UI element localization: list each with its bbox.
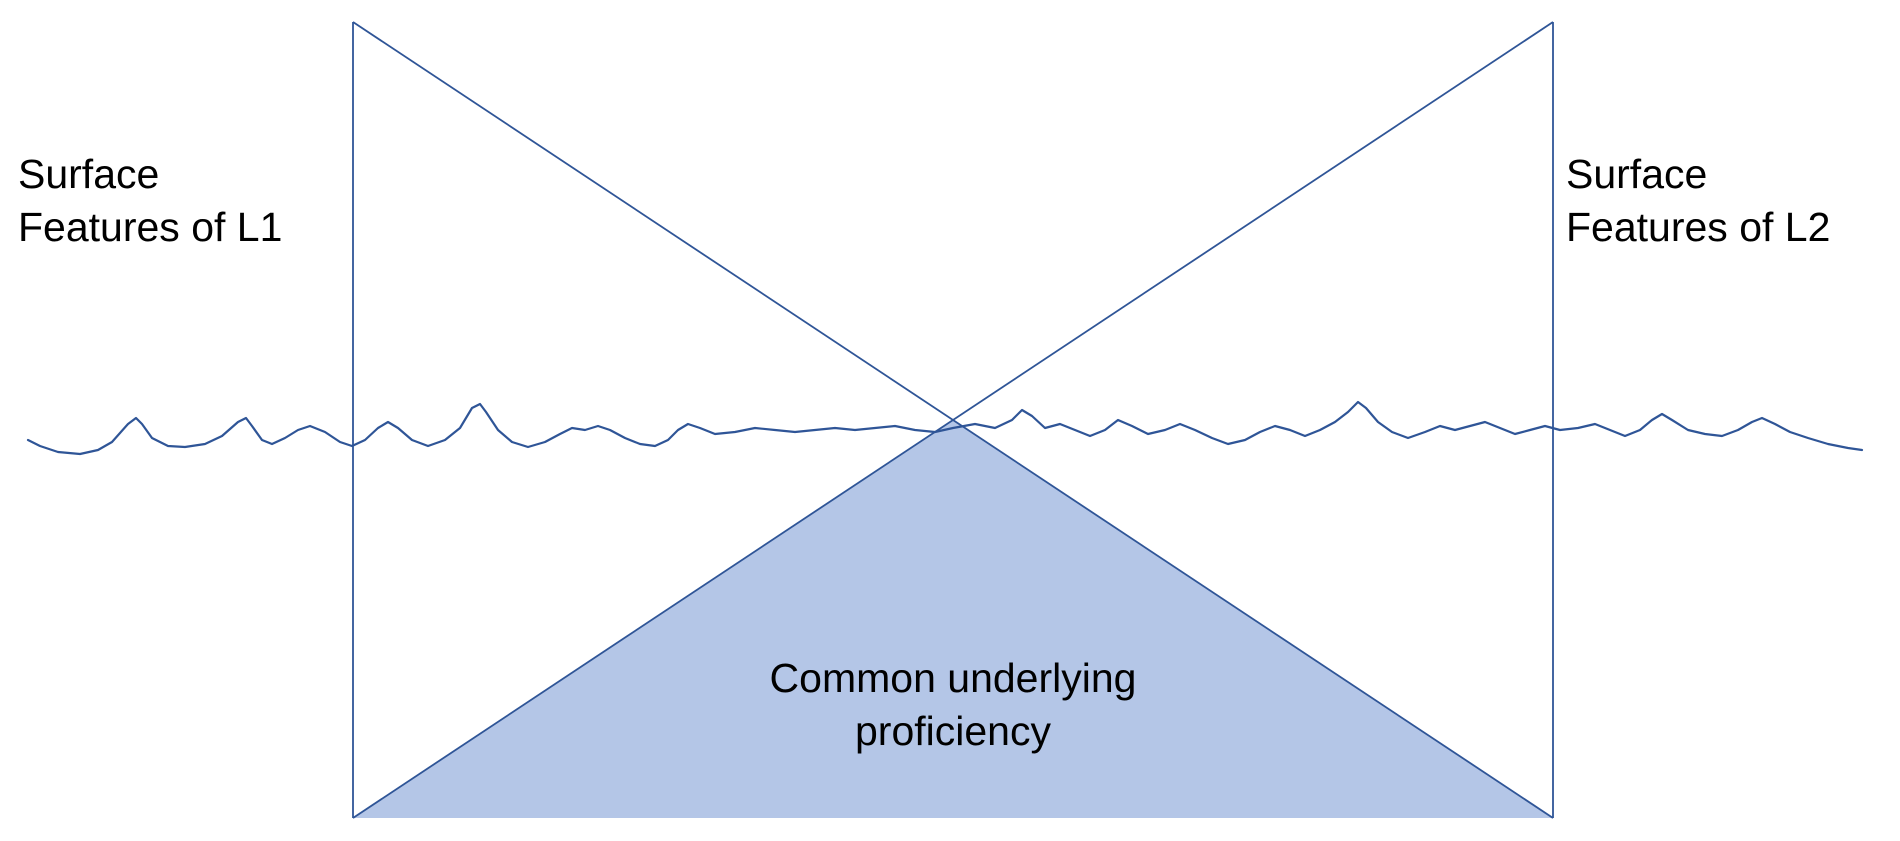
label-surface-features-l2: Surface Features of L2 [1566,148,1830,255]
water-line [26,400,1864,456]
label-surface-features-l1: Surface Features of L1 [18,148,282,255]
label-common-underlying-line1: Common underlying [769,655,1137,701]
label-surface-features-l2-line2: Features of L2 [1566,204,1831,251]
label-surface-features-l2-line1: Surface [1566,151,1708,197]
label-surface-features-l1-line1: Surface [18,151,160,197]
common-underlying-triangle [353,420,1553,818]
label-common-underlying-line2: proficiency [855,708,1051,755]
label-surface-features-l1-line2: Features of L1 [18,204,283,251]
diagonal-topright-bottomleft [352,21,1554,819]
label-common-underlying-proficiency: Common underlying proficiency [770,652,1137,759]
